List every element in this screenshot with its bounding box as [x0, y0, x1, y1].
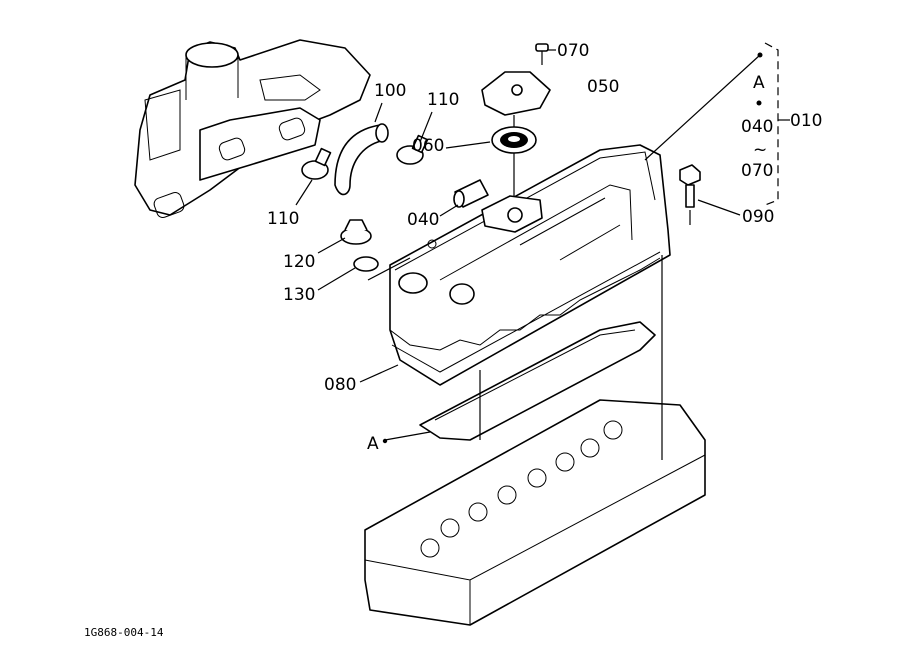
- drawing-code: 1G868-004-14: [84, 626, 164, 639]
- callout-090: 090: [742, 207, 774, 227]
- callout-110-left: 110: [267, 209, 299, 229]
- callout-110-right: 110: [427, 90, 459, 110]
- breather-cover-050: [481, 71, 551, 116]
- callout-010: 010: [790, 111, 822, 131]
- assembly-group-010: A 040 ~ 070: [741, 73, 773, 181]
- cylinder-head: [364, 399, 706, 626]
- callout-070: 070: [557, 41, 589, 61]
- hose-clamp-left: [301, 147, 332, 180]
- callout-060: 060: [412, 136, 444, 156]
- callout-100: 100: [374, 81, 406, 101]
- diaphragm-060: [491, 126, 537, 154]
- callout-a-left: A: [367, 434, 379, 454]
- callout-080: 080: [324, 375, 356, 395]
- gasket-080: [419, 321, 656, 441]
- group-dot: [756, 100, 762, 106]
- callout-040: 040: [407, 210, 439, 230]
- group-ref-a: A: [753, 73, 765, 93]
- group-from: 040: [741, 117, 773, 137]
- callout-130: 130: [283, 285, 315, 305]
- leader-lines: [295, 42, 790, 460]
- manifold: [134, 39, 371, 218]
- callout-120: 120: [283, 252, 315, 272]
- screw-070: [535, 43, 549, 65]
- pipe-040: [453, 179, 489, 208]
- hose-100: [334, 123, 389, 196]
- valve-ports: [420, 420, 623, 558]
- bolt-090: [679, 164, 701, 208]
- oil-filler-cap-120: [340, 219, 372, 245]
- callout-050: 050: [587, 77, 619, 97]
- group-range-symbol: ~: [753, 140, 767, 160]
- cylinder-head-cover: [389, 144, 671, 386]
- group-to: 070: [741, 161, 773, 181]
- o-ring-130: [353, 256, 379, 272]
- hose-clamp-right: [396, 134, 429, 165]
